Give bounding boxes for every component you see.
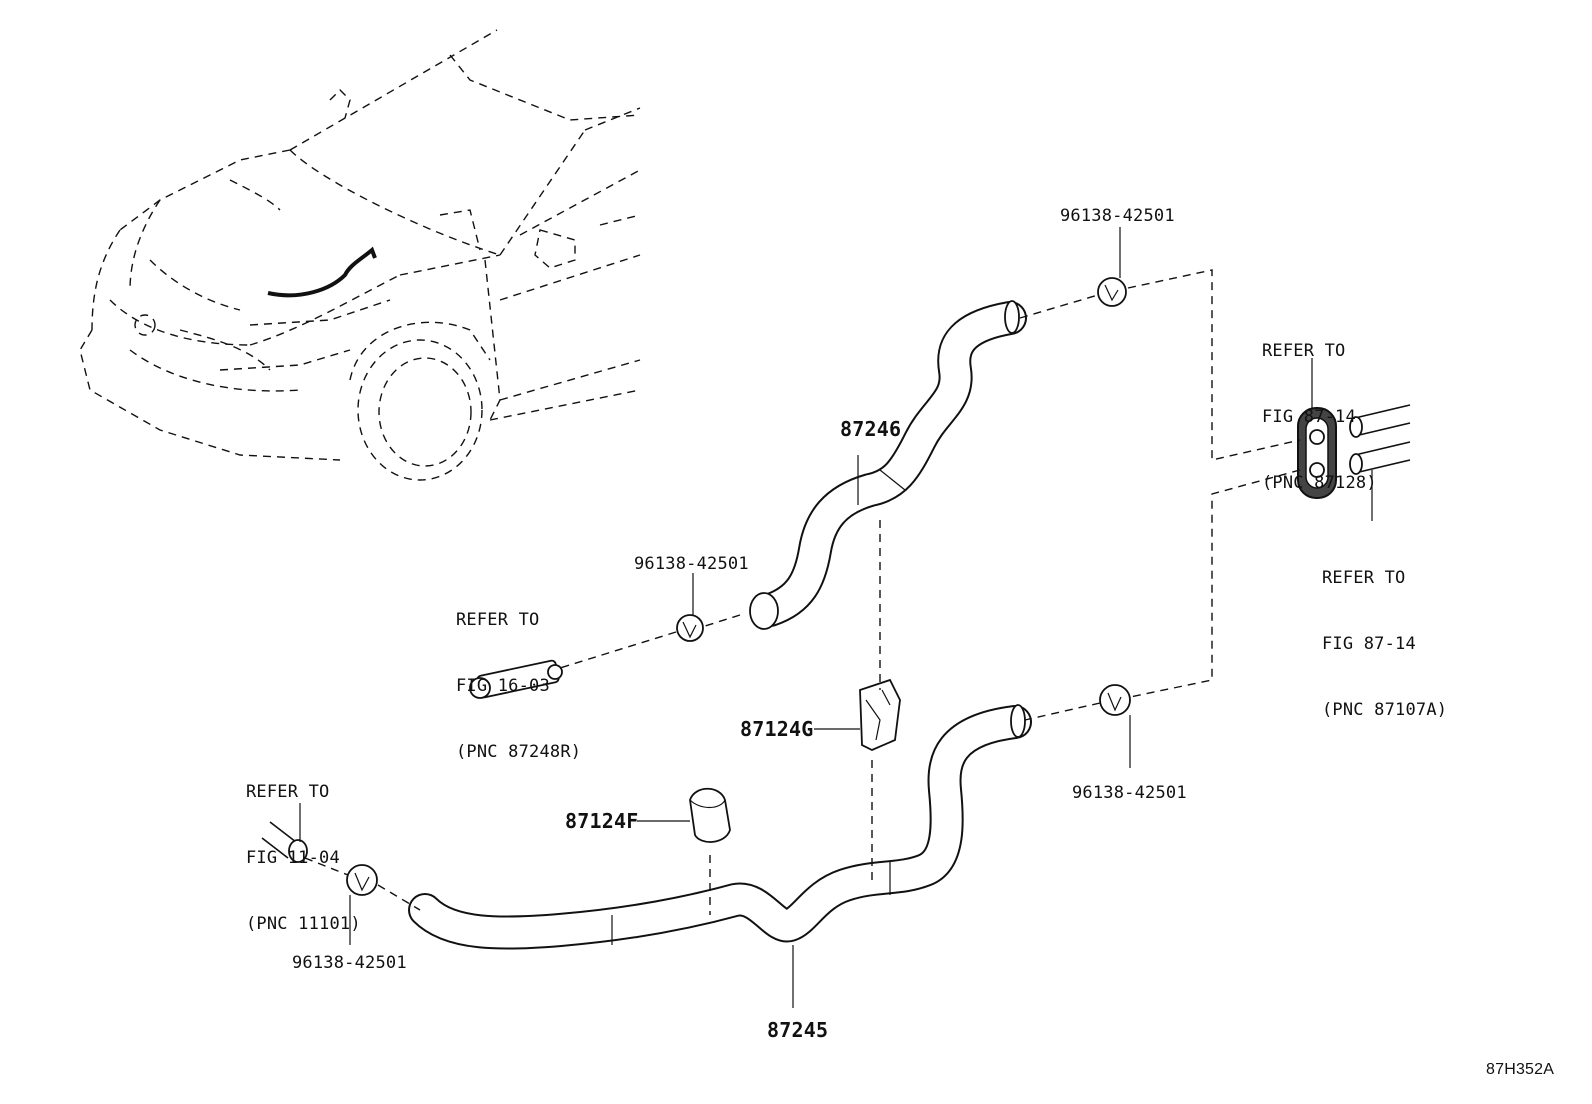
label-87245: 87245 xyxy=(767,1018,829,1042)
engine-pipe xyxy=(261,821,308,863)
label-87246: 87246 xyxy=(840,417,902,441)
ref-fig-87-14-pnc-87107a: REFER TO FIG 87-14 (PNC 87107A) xyxy=(1322,568,1448,720)
ref-fig-87-14-pnc-87128: REFER TO FIG 87-14 (PNC 87128) xyxy=(1262,341,1377,493)
ref-fig-16-03-pnc-87248r: REFER TO FIG 16-03 (PNC 87248R) xyxy=(456,610,582,762)
figure-id: 87H352A xyxy=(1486,1061,1555,1078)
vehicle-outline xyxy=(79,29,641,481)
label-clip-mid: 96138-42501 xyxy=(634,554,749,574)
clip-bottom[interactable] xyxy=(346,864,378,896)
hose-87246[interactable] xyxy=(749,300,1027,630)
clip-right[interactable] xyxy=(1099,684,1131,716)
ref-fig-11-04-pnc-11101: REFER TO FIG 11-04 (PNC 11101) xyxy=(246,782,361,934)
label-clip-right: 96138-42501 xyxy=(1072,783,1187,803)
assembly-lines xyxy=(304,269,1301,915)
label-clip-top: 96138-42501 xyxy=(1060,206,1175,226)
hose-87245[interactable] xyxy=(408,704,1032,950)
grommet-part xyxy=(1297,404,1411,499)
clamp-87124g[interactable] xyxy=(859,678,901,751)
clip-top[interactable] xyxy=(1097,277,1127,307)
label-clip-bottom: 96138-42501 xyxy=(292,953,407,973)
leader-lines xyxy=(299,227,1373,1008)
label-87124f: 87124F xyxy=(565,809,639,833)
label-87124g: 87124G xyxy=(740,717,814,741)
clip-mid[interactable] xyxy=(676,614,704,642)
valve-part xyxy=(469,659,563,699)
clamp-87124f[interactable] xyxy=(689,787,731,843)
